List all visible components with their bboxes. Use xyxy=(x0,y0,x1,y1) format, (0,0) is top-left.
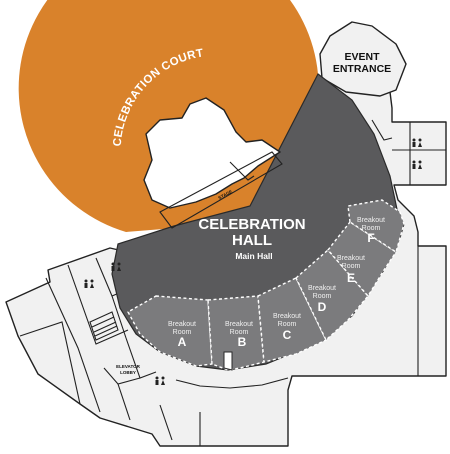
room-f-label-2: Room xyxy=(362,225,381,232)
restroom-icon xyxy=(412,160,422,169)
entrance-label-line2: ENTRANCE xyxy=(333,63,391,75)
room-e-letter: E xyxy=(347,271,355,285)
lower-corridor-wall xyxy=(159,404,173,441)
staircase xyxy=(89,311,119,341)
left-wing-partition xyxy=(45,277,101,413)
room-d-label-2: Room xyxy=(313,293,332,300)
elevator-lobby-line1: ELEVATOR xyxy=(116,364,141,369)
stage-area[interactable] xyxy=(143,97,281,209)
entrance-label-line1: EVENT xyxy=(344,51,380,63)
restroom-icon xyxy=(111,262,121,271)
stage-label: STAGE xyxy=(217,189,233,201)
hall-title-line1: CELEBRATION xyxy=(198,216,305,233)
hall-subtitle: Main Hall xyxy=(235,251,272,261)
room-b-label-1: Breakout xyxy=(225,321,253,328)
room-f-label-1: Breakout xyxy=(357,217,385,224)
stage-rail xyxy=(229,161,255,181)
room-c-label-2: Room xyxy=(278,321,297,328)
room-d-letter: D xyxy=(318,300,327,314)
room-a-label-2: Room xyxy=(173,329,192,336)
lower-corridor-wall xyxy=(175,377,289,389)
restroom-icon xyxy=(84,279,94,288)
breakout-room-e[interactable] xyxy=(327,221,397,298)
room-a-letter: A xyxy=(178,335,187,349)
left-wing-partition xyxy=(67,264,129,345)
room-a-label-1: Breakout xyxy=(168,321,196,328)
room-c-label-1: Breakout xyxy=(273,313,301,320)
breakout-rooms: Breakout Room A Breakout Room B Breakout… xyxy=(127,199,405,371)
hall-title-line2: HALL xyxy=(232,232,272,249)
elevator-lobby-line2: LOBBY xyxy=(120,370,136,375)
left-wing-partition xyxy=(117,383,131,421)
breakout-room-c[interactable] xyxy=(257,277,327,363)
room-e-label-2: Room xyxy=(342,263,361,270)
right-wing-partition xyxy=(371,119,393,141)
left-wing-partition xyxy=(111,295,127,339)
restroom-icon xyxy=(412,138,422,147)
room-d-label-1: Breakout xyxy=(308,285,336,292)
left-wing-partition xyxy=(19,321,81,405)
restroom-icon xyxy=(155,376,165,385)
stage-edge xyxy=(159,151,283,229)
breakout-room-d[interactable] xyxy=(295,249,369,342)
event-entrance[interactable]: EVENT ENTRANCE xyxy=(319,21,407,97)
room-e-label-1: Breakout xyxy=(337,255,365,262)
room-c-letter: C xyxy=(283,328,292,342)
room-b-letter: B xyxy=(238,335,247,349)
room-b-label-2: Room xyxy=(230,329,249,336)
hall-entry-notch xyxy=(223,351,233,371)
breakout-room-f[interactable] xyxy=(347,199,405,254)
room-f-letter: F xyxy=(367,231,374,245)
